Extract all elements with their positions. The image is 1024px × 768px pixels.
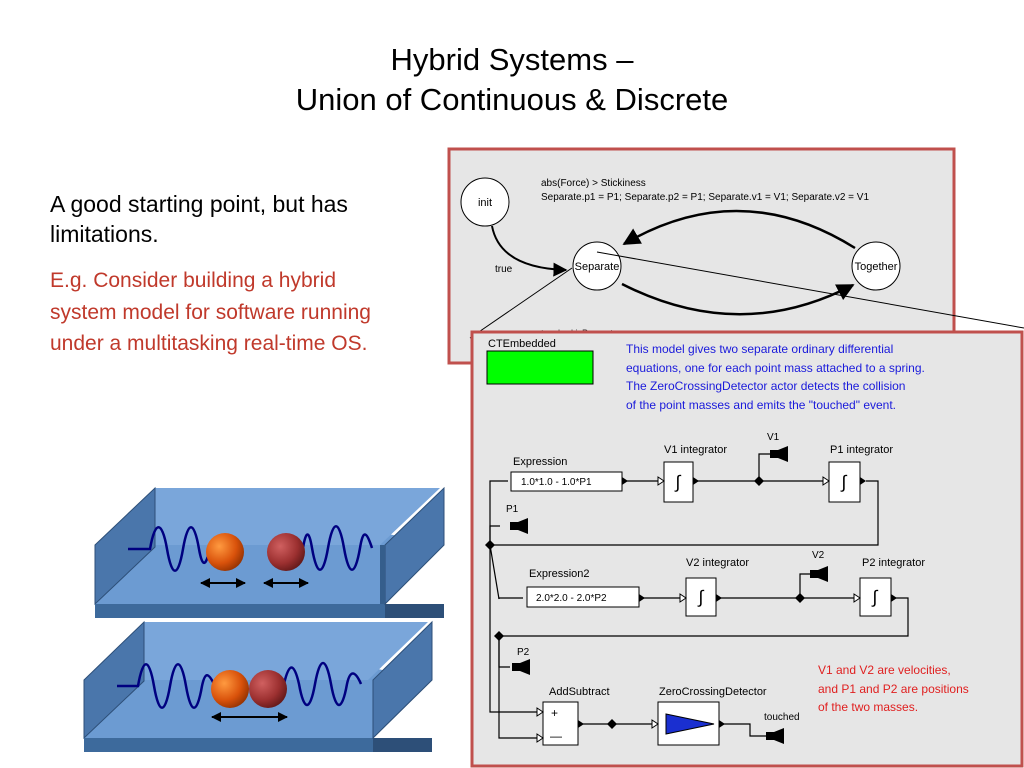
guard-label: abs(Force) > Stickiness bbox=[541, 178, 646, 189]
tray-separate-illustration bbox=[94, 486, 445, 618]
zoom-line-left bbox=[469, 267, 573, 339]
transition-together-separate bbox=[622, 209, 856, 250]
spring-right-icon bbox=[301, 525, 374, 571]
slide-title: Hybrid Systems – Union of Continuous & D… bbox=[0, 40, 1024, 120]
expression-value: 1.0*1.0 - 1.0*P1 bbox=[521, 477, 592, 488]
state-separate-label: Separate bbox=[575, 261, 620, 273]
addsubtract-block[interactable] bbox=[542, 701, 579, 746]
transition-init-separate bbox=[491, 225, 568, 277]
zcd-label: ZeroCrossingDetector bbox=[659, 686, 767, 698]
ct-indicator bbox=[486, 350, 594, 385]
state-init-label: init bbox=[478, 197, 492, 209]
p1-port-label: P1 bbox=[506, 504, 519, 515]
v1-integral-icon: ∫ bbox=[674, 472, 682, 492]
minus-sign: — bbox=[550, 729, 562, 743]
state-together-label: Together bbox=[855, 261, 898, 273]
p2-integrator-block[interactable] bbox=[859, 577, 892, 617]
true-label: true bbox=[495, 264, 513, 275]
sub-bullet-text: E.g. Consider building a hybrid system m… bbox=[50, 269, 371, 355]
p2-port-icon[interactable] bbox=[512, 659, 530, 675]
v2-integral-icon: ∫ bbox=[697, 587, 705, 607]
p2-integral-icon: ∫ bbox=[871, 587, 879, 607]
v2-port-icon[interactable] bbox=[810, 566, 828, 582]
v1-integrator-block[interactable] bbox=[663, 461, 694, 503]
v1-port-icon[interactable] bbox=[770, 446, 788, 462]
p1-integrator-block[interactable] bbox=[828, 461, 861, 503]
ct-description-3: The ZeroCrossingDetector actor detects t… bbox=[626, 379, 905, 393]
title-line-2: Union of Continuous & Discrete bbox=[295, 82, 729, 117]
zoom-line-right bbox=[596, 251, 1024, 329]
ct-description-1: This model gives two separate ordinary d… bbox=[626, 342, 893, 356]
note-line-1: V1 and V2 are velocities, bbox=[818, 663, 951, 677]
addsubtract-label: AddSubtract bbox=[549, 686, 610, 698]
title-line-1: Hybrid Systems – bbox=[390, 42, 634, 77]
transition-separate-together bbox=[621, 282, 855, 316]
mass-1-icon bbox=[206, 533, 244, 571]
expression2-value: 2.0*2.0 - 2.0*P2 bbox=[536, 593, 607, 604]
ct-description-4: of the point masses and emits the "touch… bbox=[626, 398, 896, 412]
bullet-text: A good starting point, but has limitatio… bbox=[50, 191, 348, 247]
p2-port-label: P2 bbox=[517, 647, 530, 658]
plus-sign: + bbox=[551, 706, 558, 720]
mass-2-icon bbox=[267, 533, 305, 571]
ct-label: CTEmbedded bbox=[488, 338, 556, 350]
note-line-3: of the two masses. bbox=[818, 700, 918, 714]
p1-integrator-label: P1 integrator bbox=[830, 444, 893, 456]
mass-1-together-icon bbox=[211, 670, 249, 708]
touched-port-label: touched bbox=[764, 712, 800, 723]
v1-port-label: V1 bbox=[767, 432, 780, 443]
ct-panel: CTEmbedded This model gives two separate… bbox=[470, 330, 1024, 768]
p1-integral-icon: ∫ bbox=[840, 472, 848, 492]
p1-port-icon[interactable] bbox=[510, 518, 528, 534]
spring-right-compressed-icon bbox=[282, 661, 363, 707]
note-line-2: and P1 and P2 are positions bbox=[818, 682, 969, 696]
v1-integrator-label: V1 integrator bbox=[664, 444, 727, 456]
v2-port-label: V2 bbox=[812, 550, 825, 561]
spring-left-icon bbox=[128, 526, 210, 572]
ct-frame bbox=[470, 330, 1024, 768]
tray-together-illustration bbox=[83, 620, 433, 752]
state-init[interactable] bbox=[460, 177, 510, 227]
ct-description-2: equations, one for each point mass attac… bbox=[626, 361, 925, 375]
fsm-panel: abs(Force) > Stickiness Separate.p1 = P1… bbox=[447, 147, 956, 365]
expression-label: Expression bbox=[513, 456, 567, 468]
spring-left-compressed-icon bbox=[117, 663, 216, 709]
state-together[interactable] bbox=[851, 241, 901, 291]
mass-2-together-icon bbox=[249, 670, 287, 708]
zcd-triangle-icon bbox=[665, 713, 715, 735]
expression2-label: Expression2 bbox=[529, 568, 590, 580]
v2-integrator-label: V2 integrator bbox=[686, 557, 749, 569]
action-label: Separate.p1 = P1; Separate.p2 = P1; Sepa… bbox=[541, 192, 869, 203]
touched-port-icon[interactable] bbox=[766, 728, 784, 744]
p2-integrator-label: P2 integrator bbox=[862, 557, 925, 569]
